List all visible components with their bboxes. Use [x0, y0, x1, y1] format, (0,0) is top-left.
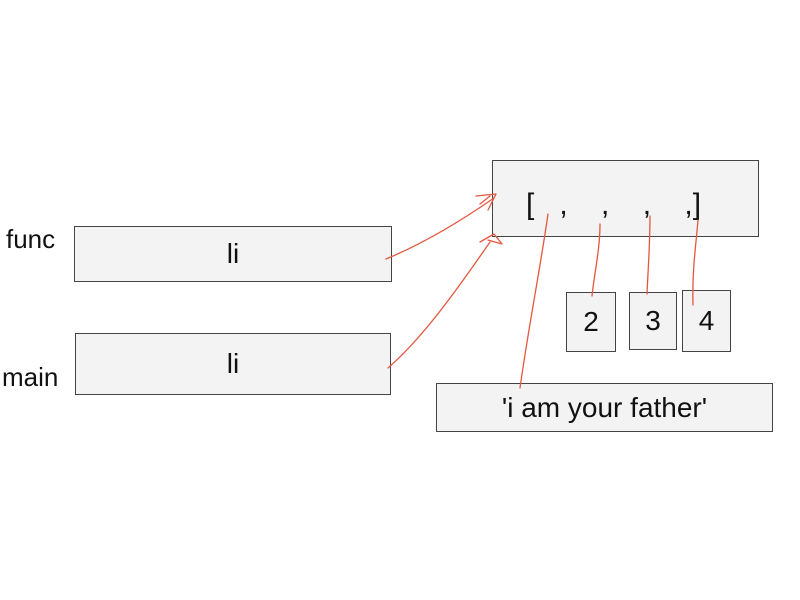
main-li-variable-name: li	[226, 348, 240, 379]
func-li-variable-box: li	[74, 226, 392, 282]
func-li-pointer-arrow	[385, 197, 495, 260]
int-element-value-2: 2	[583, 306, 599, 337]
list-object-text: [ , , , ,]	[526, 188, 702, 221]
string-element-box: 'i am your father'	[436, 383, 773, 432]
int-element-box-3: 3	[629, 292, 677, 350]
string-element-value: 'i am your father'	[501, 391, 708, 423]
main-li-pointer-arrow	[387, 241, 491, 369]
int-element-box-4: 4	[682, 290, 731, 352]
int-element-value-3: 3	[645, 305, 661, 336]
main-frame-label: main	[2, 362, 59, 392]
func-li-variable-name: li	[226, 238, 240, 269]
int-element-value-4: 4	[698, 305, 715, 336]
main-li-variable-box: li	[75, 333, 391, 395]
slot0-pointer-line	[519, 213, 549, 389]
func-frame-label: func	[6, 224, 56, 254]
int-element-box-2: 2	[566, 292, 616, 352]
